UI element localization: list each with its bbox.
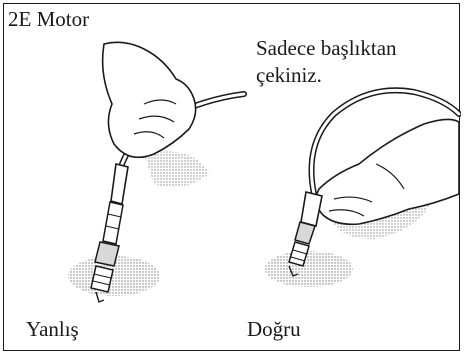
ground-shadow-right [265, 251, 353, 287]
hand-left [103, 42, 196, 157]
plug-boot-right [301, 192, 322, 226]
hand-shadow-left [144, 152, 209, 188]
wrong-method-illustration [68, 42, 244, 302]
plug-boot-left [111, 164, 128, 204]
diagram-frame: 2E Motor Sadece başlıktan çekiniz. Yanlı… [3, 3, 460, 351]
hand-right [316, 119, 459, 224]
correct-method-illustration [265, 90, 459, 287]
illustration [4, 4, 461, 352]
